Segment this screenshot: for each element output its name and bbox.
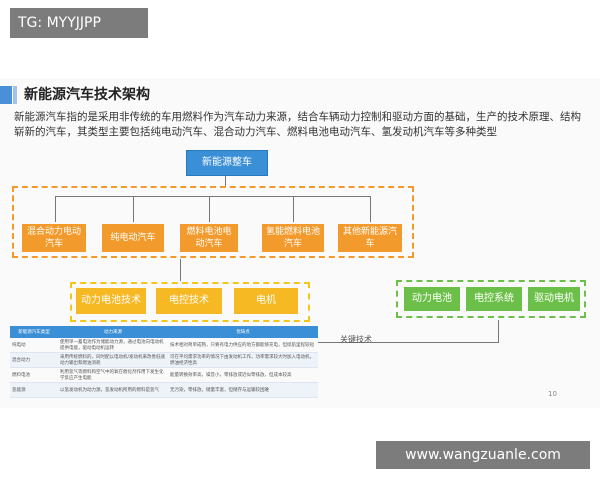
type-node-hydrogen: 氢能燃料电池汽车 <box>262 224 324 252</box>
table-header: 动力来源 <box>58 326 168 338</box>
connector-keytech-vertical <box>498 320 499 343</box>
title-accent-bar <box>0 86 12 104</box>
tech-node-motor: 电机 <box>234 288 298 314</box>
table-header-row: 新能源汽车类型 动力来源 优缺点 <box>10 326 318 338</box>
type-node-other: 其他新能源汽车 <box>338 224 402 252</box>
table-cell: 纯电动 <box>10 338 58 353</box>
type-node-fuel-cell: 燃料电池电动汽车 <box>180 224 238 252</box>
table-row: 混合动力 采用传统燃料的，同时配以电动机/发动机来改善低速动力输出和燃油消耗 可… <box>10 352 318 368</box>
connector-type-2 <box>133 196 134 222</box>
table-cell: 可在平均需求功率的情况下由发动机工作，功率需求较大时加入电动机，燃油经济性高 <box>168 352 318 368</box>
table-header: 优缺点 <box>168 326 318 338</box>
table-row: 纯电动 使用单一蓄电池作为储能动力源，通过电池向电动机提供电能，驱动电动机运转 … <box>10 338 318 353</box>
key-node-control: 电控系统 <box>466 287 522 311</box>
type-node-hybrid: 混合动力电动汽车 <box>22 224 86 252</box>
tech-group <box>70 282 310 322</box>
table-cell: 能量转换效率高，噪音小，零排放或近似零排放，但成本较高 <box>168 367 318 383</box>
root-node: 新能源整车 <box>186 150 268 176</box>
slide-description: 新能源汽车指的是采用非传统的车用燃料作为汽车动力来源，结合车辆动力控制和驱动方面… <box>14 111 581 138</box>
table-cell: 采用传统燃料的，同时配以电动机/发动机来改善低速动力输出和燃油消耗 <box>58 352 168 368</box>
table-row: 燃料电池 利用氢气等燃料和空气中的氧在催化剂作用下发生化学反应产生电能 能量转换… <box>10 367 318 383</box>
table-cell: 技术相对简单成熟，只要有电力供应的地方都能够充电，但续航里程较短 <box>168 338 318 353</box>
connector-type-5 <box>370 196 371 222</box>
table-cell: 氢能源 <box>10 382 58 398</box>
key-node-battery: 动力电池 <box>404 287 460 311</box>
tech-node-battery: 动力电池技术 <box>76 288 146 314</box>
key-items-group <box>396 280 586 318</box>
page-number: 10 <box>548 390 557 398</box>
table-cell: 无污染，零排放，储量丰富，但储存与运输较困难 <box>168 382 318 398</box>
table-cell: 混合动力 <box>10 352 58 368</box>
connector-types-bus <box>55 196 371 197</box>
table-cell: 燃料电池 <box>10 367 58 383</box>
table-cell: 使用单一蓄电池作为储能动力源，通过电池向电动机提供电能，驱动电动机运转 <box>58 338 168 353</box>
connector-type-3 <box>209 196 210 222</box>
table-cell: 利用氢气等燃料和空气中的氧在催化剂作用下发生化学反应产生电能 <box>58 367 168 383</box>
vehicle-type-table: 新能源汽车类型 动力来源 优缺点 纯电动 使用单一蓄电池作为储能动力源，通过电池… <box>10 326 318 398</box>
table-row: 氢能源 以氢发动机为动力源，氢发动机所用的燃料是氢气 无污染，零排放，储量丰富，… <box>10 382 318 398</box>
slide-title: 新能源汽车技术架构 <box>24 87 150 103</box>
connector-keytech-horizontal <box>318 342 498 343</box>
tag-label: TG: MYYJJPP <box>10 8 148 38</box>
key-tech-label: 关键技术 <box>340 335 372 344</box>
title-accent-bar-light <box>13 86 17 104</box>
key-node-motor: 驱动电机 <box>528 287 580 311</box>
watermark: www.wangzuanle.com <box>376 441 590 469</box>
connector-type-1 <box>55 196 56 222</box>
vehicle-types-group <box>12 186 414 258</box>
connector-root-down <box>225 175 226 187</box>
tech-node-control: 电控技术 <box>156 288 222 314</box>
connector-type-4 <box>293 196 294 222</box>
connector-types-to-tech <box>180 259 181 281</box>
type-node-pure-electric: 纯电动汽车 <box>102 224 164 252</box>
table-cell: 以氢发动机为动力源，氢发动机所用的燃料是氢气 <box>58 382 168 398</box>
table-header: 新能源汽车类型 <box>10 326 58 338</box>
